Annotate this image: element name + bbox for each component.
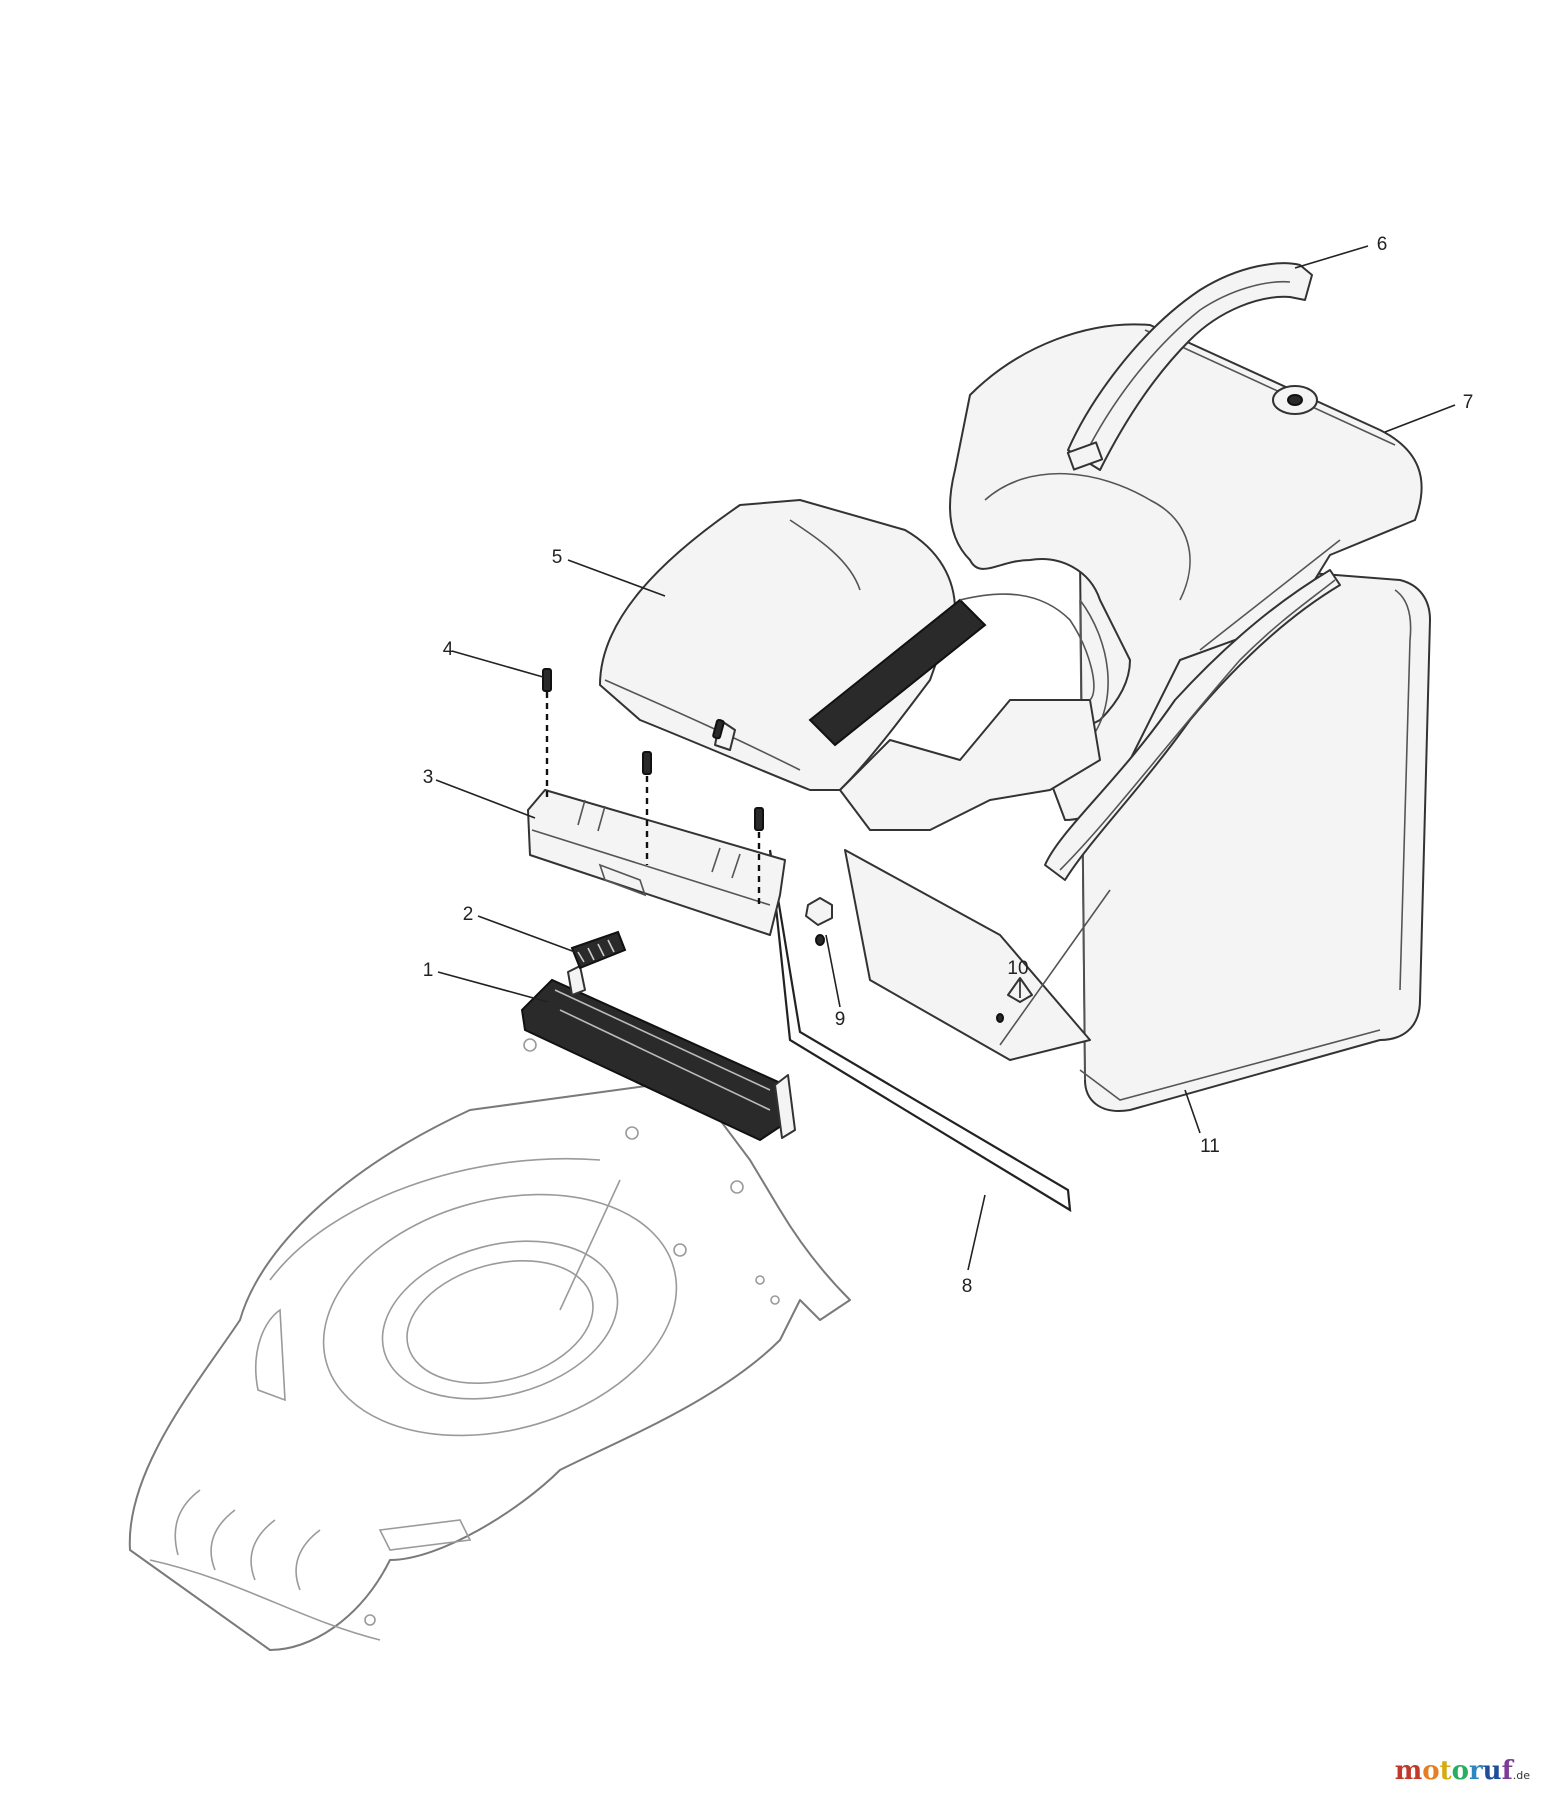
chute-cover xyxy=(599,499,1101,831)
frame-rim xyxy=(1044,569,1341,881)
callout-2: 2 xyxy=(463,904,474,925)
callout-6: 6 xyxy=(1377,234,1388,255)
pins xyxy=(542,668,764,908)
callout-5: 5 xyxy=(552,547,563,568)
bag-frame xyxy=(768,849,1111,1213)
watermark-letter: t xyxy=(1439,1756,1452,1786)
callout-9: 9 xyxy=(835,1009,846,1030)
watermark-letter: o xyxy=(1422,1756,1440,1786)
site-watermark: motoruf.de xyxy=(1395,1756,1530,1786)
mower-deck xyxy=(128,1038,851,1651)
callout-11: 11 xyxy=(1200,1136,1220,1157)
watermark-letter: f xyxy=(1501,1756,1513,1786)
carry-handle xyxy=(1066,262,1313,471)
callout-numbers: 1 2 3 4 5 6 7 8 9 10 11 xyxy=(423,234,1474,1297)
watermark-letter: o xyxy=(1451,1756,1469,1786)
callout-8: 8 xyxy=(962,1276,973,1297)
callout-3: 3 xyxy=(423,767,434,788)
callout-10: 10 xyxy=(1007,958,1028,979)
watermark-suffix: .de xyxy=(1512,1769,1530,1782)
callout-7: 7 xyxy=(1463,392,1474,413)
watermark-letter: r xyxy=(1468,1756,1483,1786)
leader-lines xyxy=(435,245,1456,1271)
watermark-wordmark: motoruf xyxy=(1395,1756,1513,1786)
grass-bag xyxy=(1079,554,1431,1112)
callout-1: 1 xyxy=(423,960,434,981)
callout-4: 4 xyxy=(443,639,454,660)
discharge-flap xyxy=(527,789,786,936)
watermark-letter: u xyxy=(1482,1756,1502,1786)
torsion-spring xyxy=(570,930,627,970)
watermark-letter: m xyxy=(1394,1756,1423,1786)
rear-deflector xyxy=(520,965,796,1142)
